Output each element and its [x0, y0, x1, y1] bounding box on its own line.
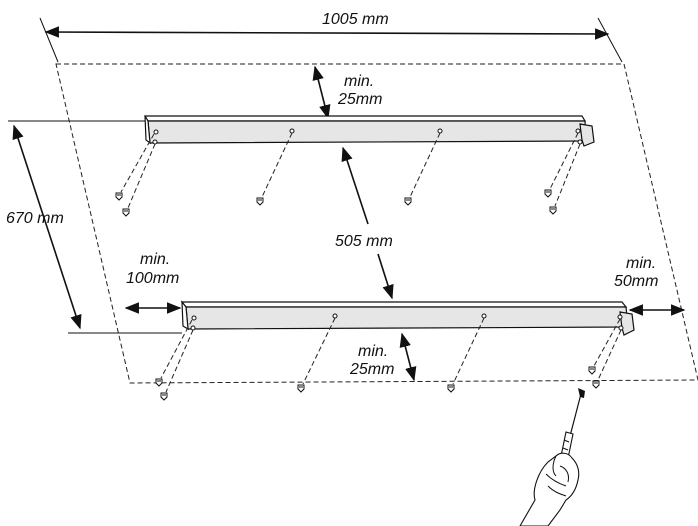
screw-icon [544, 189, 552, 198]
rail-spacing-label: 505 mm [335, 233, 393, 250]
screw-icon [160, 392, 168, 401]
screw-icon [155, 378, 163, 387]
right-clearance-line1: min. [626, 255, 656, 272]
screw-icon [122, 208, 130, 217]
upper-mounting-rail [143, 115, 595, 147]
height-dimension: 670 mm [6, 120, 182, 334]
width-label: 1005 mm [322, 11, 389, 28]
mounting-surface-outline [55, 63, 698, 384]
upper-rail-screw-guides [120, 132, 581, 209]
screw-icon [588, 366, 596, 375]
screw-icon [297, 384, 305, 393]
top-clearance-dimension: min. 25mm [312, 65, 382, 120]
lower-rail-screw-guides [160, 317, 622, 393]
left-clearance-line2: 100mm [126, 270, 179, 287]
lower-mounting-rail [180, 300, 635, 336]
screw-icon [447, 384, 455, 393]
bottom-clearance-line1: min. [358, 343, 388, 360]
top-clearance-line1: min. [344, 73, 374, 90]
width-dimension: 1005 mm [39, 11, 623, 63]
screw-icon [592, 380, 600, 389]
screw-icon [549, 206, 557, 215]
bottom-clearance-line2: 25mm [349, 361, 394, 378]
hand-icon [519, 452, 580, 526]
left-clearance-dimension: min. 100mm [124, 251, 182, 314]
screw-icon [115, 192, 123, 201]
right-clearance-dimension: min. 50mm [614, 255, 686, 316]
rail-spacing-dimension: 505 mm [335, 146, 394, 300]
bottom-clearance-dimension: min. 25mm [349, 332, 417, 382]
upper-rail-screws [115, 189, 557, 217]
screw-icon [404, 197, 412, 206]
right-clearance-line2: 50mm [614, 273, 658, 290]
screw-icon [256, 197, 264, 206]
height-label: 670 mm [6, 210, 64, 227]
top-clearance-line2: 25mm [337, 91, 382, 108]
left-clearance-line1: min. [140, 251, 170, 268]
